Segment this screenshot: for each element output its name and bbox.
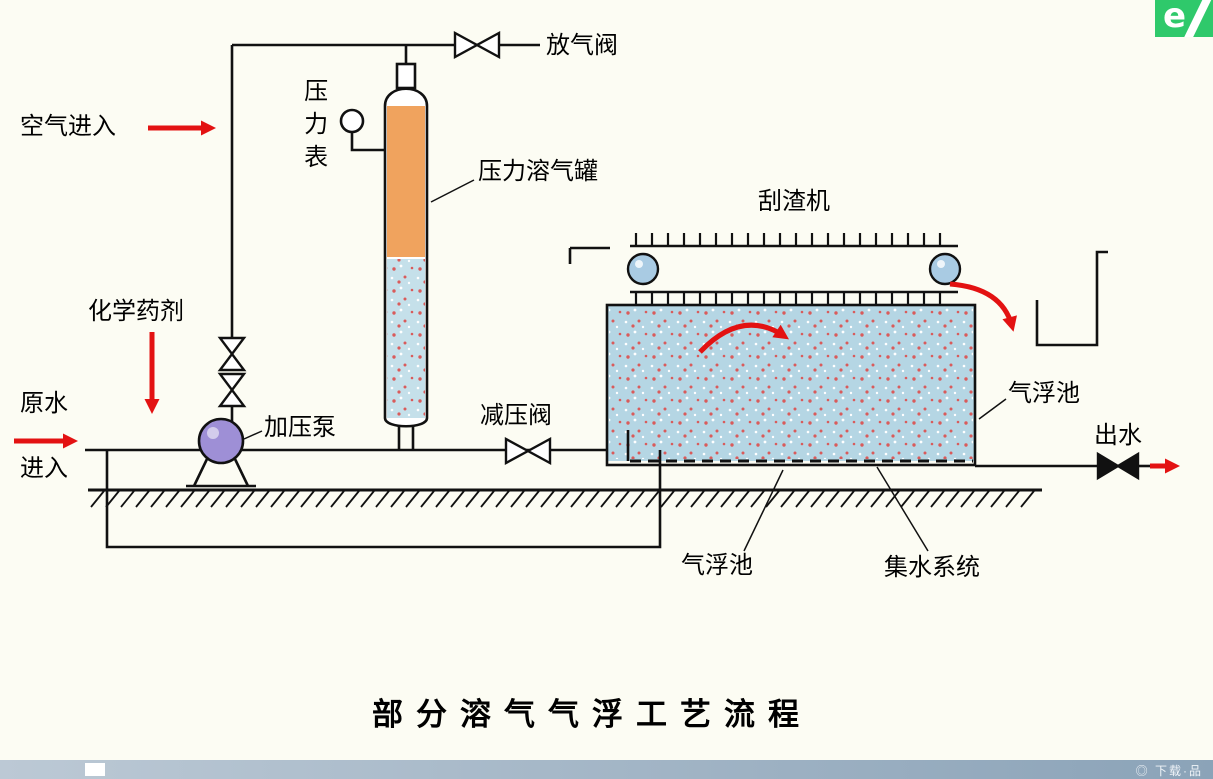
- leader-collector-label: [876, 466, 929, 552]
- scraper-flights-bottom: [634, 292, 942, 304]
- gauge-stem: [350, 132, 385, 152]
- pump-icon: [197, 417, 245, 465]
- under-pipe-loop: [105, 450, 662, 549]
- flotation-pool-outline: [605, 303, 977, 467]
- pool-circulation-arrow: [698, 322, 789, 354]
- pressure-tank-outline: [383, 87, 429, 428]
- label-scraper: 刮渣机: [758, 189, 830, 215]
- pump-highlight: [207, 427, 219, 439]
- label-reducing-valve: 减压阀: [480, 403, 552, 429]
- scum-discharge-arrow: [949, 281, 1017, 332]
- label-flotation-right: 气浮池: [1008, 381, 1080, 407]
- label-flotation-bottom: 气浮池: [681, 553, 753, 579]
- label-collector: 集水系统: [884, 555, 980, 581]
- gas-release-valve-icon: [453, 30, 501, 60]
- label-gas-release-valve: 放气阀: [546, 33, 618, 59]
- tank-bottom-neck: [397, 427, 415, 451]
- leader-tank-label: [430, 179, 475, 203]
- label-raw-water: 原水: [20, 391, 68, 417]
- pressure-gauge-icon: [339, 108, 365, 134]
- leader-flotation-right-label: [978, 398, 1007, 420]
- pulley-left-highlight: [635, 260, 643, 268]
- label-pressure-tank: 压力溶气罐: [478, 159, 598, 185]
- footer-bar: ◎ 下载·品: [0, 760, 1213, 779]
- label-pump: 加压泵: [264, 415, 336, 441]
- scraper-flights-top: [634, 233, 942, 246]
- outlet-valve-icon: [1096, 451, 1140, 481]
- pressure-pump: [186, 417, 256, 488]
- footer-chip: [85, 763, 105, 776]
- vessel-fills: [385, 88, 975, 461]
- pipes: [85, 43, 1150, 549]
- pressure-tank-bubbles: [387, 259, 425, 418]
- pressure-tank-orange-section: [387, 106, 425, 257]
- diagram-title: 部分溶气气浮工艺流程: [372, 697, 812, 732]
- label-pressure-gauge: 压力表: [299, 78, 326, 177]
- e-logo: e: [1155, 0, 1213, 37]
- leader-flotation-bottom-label: [743, 469, 784, 552]
- label-enter: 进入: [20, 456, 68, 482]
- label-water-out: 出水: [1094, 423, 1142, 449]
- footer-text: ◎ 下载·品: [1135, 764, 1203, 778]
- reducing-valve-icon: [504, 436, 552, 466]
- leader-lines: [243, 179, 1007, 552]
- scraper-pulley-left: [626, 252, 660, 286]
- left-notch: [568, 246, 610, 264]
- scraper-pulley-right: [928, 252, 962, 286]
- flow-arrows: [14, 120, 1180, 474]
- leader-pump-label: [243, 430, 263, 440]
- e-logo-letter: e: [1163, 0, 1187, 36]
- tank-nozzle: [395, 62, 417, 90]
- label-air-in: 空气进入: [20, 114, 116, 140]
- air-inlet-valve-icon-lower: [217, 372, 247, 408]
- label-chemical: 化学药剂: [88, 299, 184, 325]
- pump-stand: [186, 458, 256, 488]
- scum-chute: [1035, 250, 1108, 347]
- valves: [217, 30, 1140, 481]
- ground-hatching: [90, 490, 1035, 508]
- air-inlet-valve-icon-upper: [217, 336, 247, 372]
- pulley-right-highlight: [937, 260, 945, 268]
- scraper-pulleys: [626, 252, 962, 286]
- flotation-pool-bubbles: [609, 307, 973, 459]
